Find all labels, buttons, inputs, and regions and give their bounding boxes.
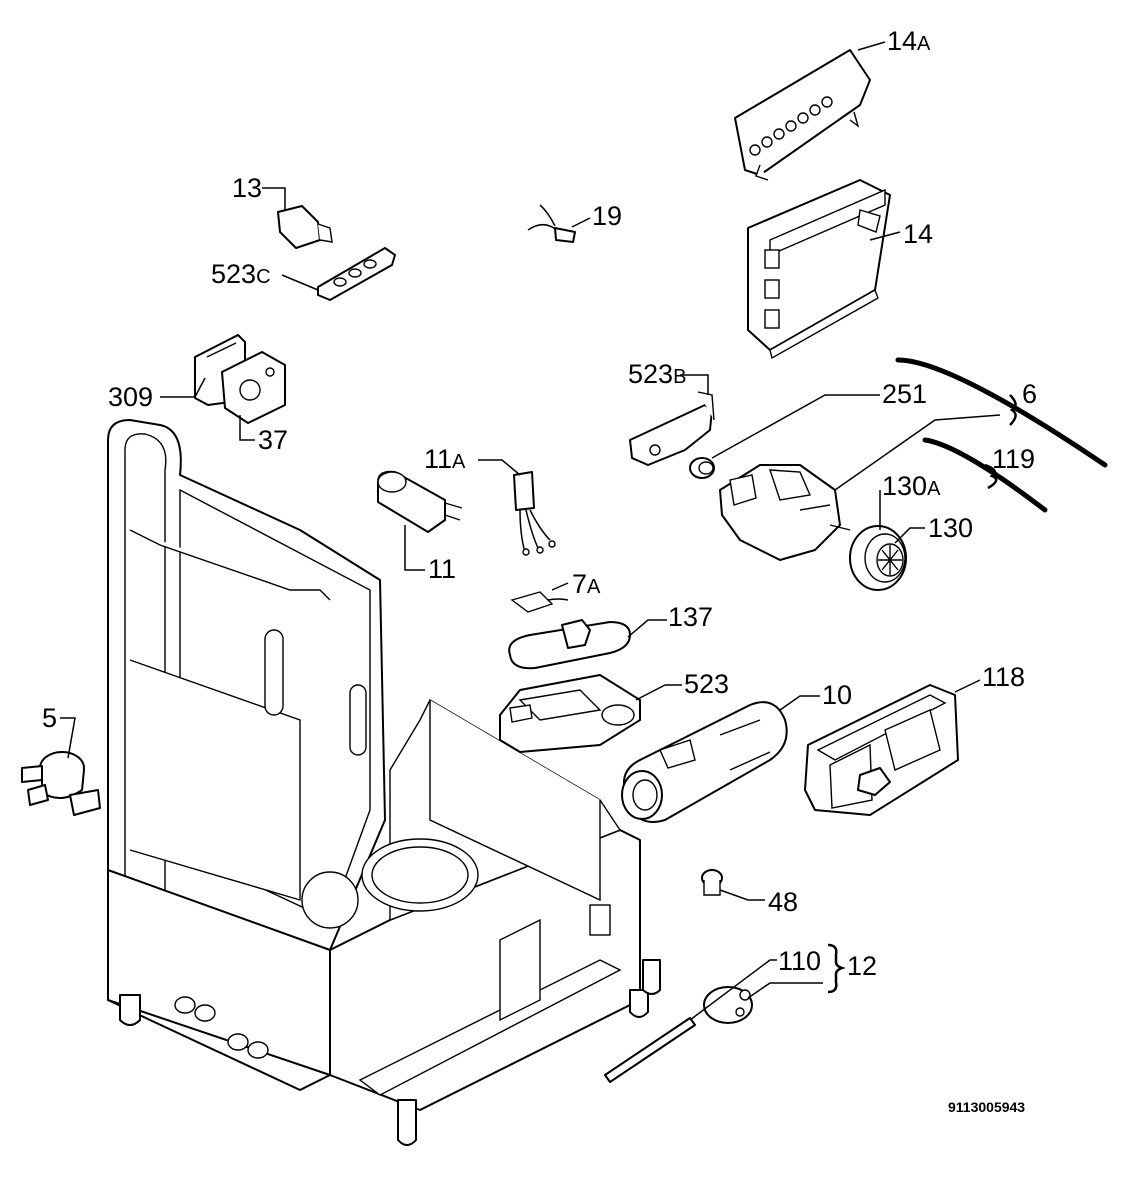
label-251: 251 bbox=[882, 379, 927, 409]
label-523: 523 bbox=[684, 669, 729, 699]
label-11: 11 bbox=[428, 554, 456, 584]
part-10-heater bbox=[621, 701, 788, 823]
assembly-brackets bbox=[827, 357, 1108, 994]
label-130: 130 bbox=[928, 513, 973, 543]
part-137-float bbox=[508, 619, 631, 670]
label-309: 309 bbox=[108, 382, 153, 412]
label-14: 14 bbox=[903, 219, 933, 249]
drawing-number: 9113005943 bbox=[948, 1099, 1025, 1115]
label-14a: 14A bbox=[887, 26, 931, 56]
label-48: 48 bbox=[768, 887, 798, 917]
label-523b: 523B bbox=[628, 359, 686, 389]
label-7a: 7A bbox=[572, 569, 601, 599]
label-119: 119 bbox=[992, 444, 1035, 474]
part-11a-suppressor bbox=[513, 471, 556, 556]
part-19-sensor bbox=[527, 204, 576, 243]
part-523-chamber bbox=[499, 674, 641, 753]
part-130-impeller bbox=[849, 525, 907, 591]
label-130a: 130A bbox=[882, 471, 941, 501]
part-523c-bracket bbox=[317, 247, 396, 301]
part-11-capacitor bbox=[377, 470, 463, 533]
part-14a-control-panel-front bbox=[734, 49, 871, 181]
part-37-pressure-switch bbox=[221, 351, 286, 424]
label-11a: 11A bbox=[424, 444, 466, 474]
part-110-level-sensor bbox=[604, 986, 753, 1083]
part-118-dispenser bbox=[804, 684, 959, 816]
label-6: 6 bbox=[1022, 379, 1037, 409]
base-frame bbox=[107, 419, 661, 1146]
label-5: 5 bbox=[42, 703, 57, 733]
label-110: 110 bbox=[778, 946, 821, 976]
label-13: 13 bbox=[232, 173, 262, 203]
label-37: 37 bbox=[258, 425, 288, 455]
leader-lines bbox=[60, 41, 1001, 1021]
part-13-switch bbox=[277, 205, 333, 249]
part-7a-microswitch bbox=[510, 591, 569, 613]
label-523c: 523C bbox=[211, 259, 271, 289]
part-6-circulation-pump bbox=[719, 464, 851, 561]
label-118: 118 bbox=[982, 662, 1025, 692]
part-48-thermostat bbox=[701, 869, 723, 896]
part-251-seal bbox=[689, 457, 715, 479]
part-523b-bracket bbox=[629, 391, 715, 466]
label-19: 19 bbox=[592, 201, 622, 231]
part-14-electronic-module bbox=[747, 179, 891, 360]
label-10: 10 bbox=[822, 680, 852, 710]
part-5-inlet-valve bbox=[21, 751, 101, 816]
label-12: 12 bbox=[847, 951, 877, 981]
callout-labels: 14A 13 19 14 523C 309 37 523B 251 6 119 … bbox=[42, 26, 1037, 1115]
label-137: 137 bbox=[668, 602, 713, 632]
